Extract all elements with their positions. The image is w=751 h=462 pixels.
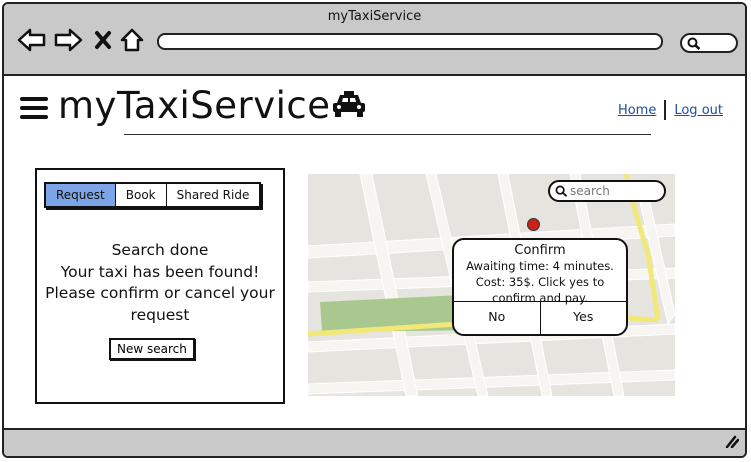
popup-line: Cost: 35$. Click yes to [475,275,605,289]
search-icon [555,185,568,197]
popup-buttons: No Yes [454,301,626,334]
arrow-left-icon[interactable] [17,26,47,54]
taxi-icon [331,90,367,122]
home-link[interactable]: Home [617,102,657,118]
resize-grip-icon[interactable] [723,433,740,452]
top-links: Home Log out [618,100,723,120]
hamburger-icon[interactable] [20,96,48,124]
tab-bar: Request Book Shared Ride [44,182,262,208]
status-bar [4,428,745,456]
request-panel: Request Book Shared Ride Search done You… [35,168,285,404]
status-line: Search done [111,241,209,259]
map-search-placeholder: search [570,184,610,198]
brand-title: myTaxiService [58,84,331,127]
browser-window: myTaxiService myTaxiService [2,2,747,458]
link-divider [664,100,667,120]
home-icon[interactable] [119,26,145,54]
popup-body: Awaiting time: 4 minutes. Cost: 35$. Cli… [458,258,622,306]
status-line: Please confirm or cancel your [45,284,275,302]
page-content: myTaxiService Home Log out Request Book … [4,76,745,428]
status-line: request [130,305,190,324]
tab-shared-ride[interactable]: Shared Ride [176,188,250,202]
yes-button[interactable]: Yes [539,302,627,334]
new-search-button[interactable]: New search [109,338,195,360]
browser-search-input[interactable] [680,33,738,53]
arrow-right-icon[interactable] [53,26,83,54]
popup-title: Confirm [514,243,566,258]
confirm-popup: Confirm Awaiting time: 4 minutes. Cost: … [452,238,628,336]
title-bar: myTaxiService [4,4,745,76]
window-title: myTaxiService [327,9,422,24]
no-button[interactable]: No [488,309,506,324]
address-bar[interactable] [157,33,663,50]
popup-line: Awaiting time: 4 minutes. [466,259,614,273]
status-line: Your taxi has been found! [60,262,260,281]
tab-book[interactable]: Book [116,184,167,206]
map-search-input[interactable]: search [548,180,666,202]
tab-request[interactable]: Request [46,184,116,206]
header-divider [124,134,651,135]
close-icon[interactable] [94,26,112,54]
logout-link[interactable]: Log out [674,102,723,118]
status-message: Search done Your taxi has been found! Pl… [37,240,283,326]
search-icon [687,37,701,50]
map-view[interactable]: search Confirm Awaiting time: 4 minutes.… [308,174,675,396]
location-pin[interactable] [527,218,540,231]
